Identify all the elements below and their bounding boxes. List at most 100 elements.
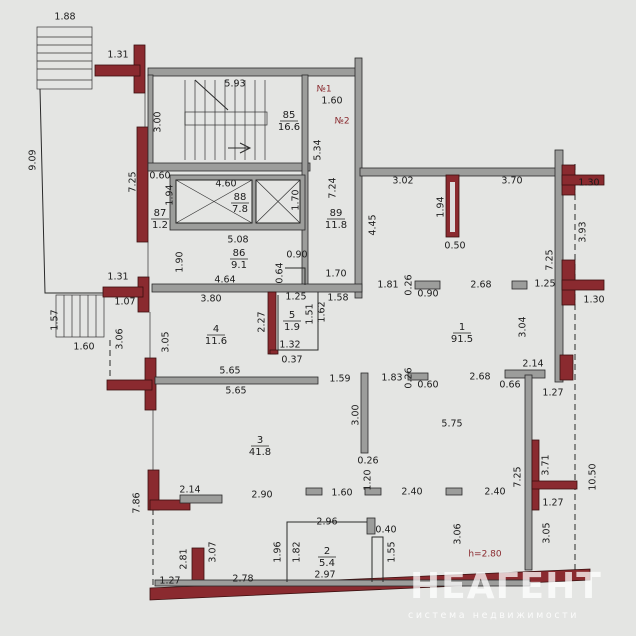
dimension-label: 1.07 [114, 297, 135, 308]
elevator-cross-icon [175, 179, 301, 224]
wall [354, 57, 363, 299]
marker-label: №2 [334, 117, 349, 127]
dimension-label: 1.94 [436, 196, 447, 217]
dimension-label: 2.81 [179, 548, 190, 569]
stair-steps [63, 295, 97, 337]
dimension-label: 0.90 [286, 250, 307, 261]
dimension-label: 1.27 [542, 498, 563, 509]
room-5-outline [277, 292, 319, 351]
dimension-label: 5.08 [227, 235, 248, 246]
dimension-label: 1.20 [363, 469, 374, 490]
dimension-label: 0.26 [404, 367, 415, 388]
dimension-label: 3.93 [578, 221, 589, 242]
wall [154, 376, 319, 385]
room-area: 11.6 [205, 336, 227, 347]
dimension-label: 4.60 [215, 179, 236, 190]
room-number: 4 [213, 324, 219, 335]
dimension-label: 1.70 [325, 269, 346, 280]
bearing-wall [531, 480, 578, 490]
dimension-label: 2.14 [179, 485, 200, 496]
room-number: 87 [154, 208, 167, 219]
bearing-wall [102, 286, 144, 298]
stair-arrow-icon [194, 79, 252, 154]
walls [36, 26, 605, 601]
dimension-label: 1.27 [542, 388, 563, 399]
dimension-label: 9.09 [28, 149, 39, 170]
dimension-label: 1.62 [317, 301, 328, 322]
dimension-label: 3.06 [453, 523, 464, 544]
column [364, 487, 382, 496]
dimension-label: 3.00 [351, 404, 362, 425]
dimension-label: 1.83 [381, 373, 402, 384]
stair-flights [184, 80, 266, 160]
dimension-label: 1.82 [292, 541, 303, 562]
dimension-label: 1.60 [321, 96, 342, 107]
column [366, 517, 376, 535]
dimension-label: 1.55 [387, 541, 398, 562]
dimension-label: 1.70 [291, 189, 302, 210]
dimension-label: 1.27 [159, 576, 180, 587]
room-number: 1 [459, 322, 465, 333]
dimension-label: 4.64 [214, 275, 235, 286]
dimension-label: 3.05 [542, 522, 553, 543]
room-number: 2 [324, 546, 330, 557]
wall [524, 374, 533, 571]
dimension-label: 0.60 [417, 380, 438, 391]
column [360, 372, 369, 454]
room-area: 7.8 [232, 204, 248, 215]
watermark-brand: НЕАГЕНТ [410, 566, 602, 607]
room-area: 1.2 [152, 220, 168, 231]
dimension-label: 7.25 [545, 249, 556, 270]
bearing-wall [559, 354, 574, 381]
room-area: 41.8 [249, 447, 271, 458]
dimension-label: 1.25 [534, 279, 555, 290]
dimension-label: 3.05 [161, 331, 172, 352]
dimension-label: 0.90 [417, 289, 438, 300]
dimension-label: 2.40 [484, 487, 505, 498]
room-area: 5.4 [319, 558, 335, 569]
room-area: 91.5 [451, 334, 473, 345]
dimension-label: 2.14 [522, 359, 543, 370]
dimension-label: 5.75 [441, 419, 462, 430]
dimension-label: 1.60 [73, 342, 94, 353]
room-number: 89 [330, 208, 343, 219]
bearing-wall [269, 349, 279, 355]
dimension-label: 7.86 [132, 492, 143, 513]
dimension-label: 0.64 [275, 262, 286, 283]
marker-label: h=2.80 [468, 550, 502, 560]
dimension-label: 3.04 [518, 316, 529, 337]
room-number: 88 [234, 192, 247, 203]
wall [179, 494, 223, 504]
dimension-label: 1.51 [305, 303, 316, 324]
dimension-label: 5.93 [224, 79, 245, 90]
stair-steps [37, 36, 92, 81]
dimension-label: 1.81 [377, 280, 398, 291]
room-2-outline [286, 521, 372, 582]
dimension-label: 2.78 [232, 574, 253, 585]
watermark-tagline: система недвижимости [408, 610, 579, 621]
dimension-label: 1.32 [279, 340, 300, 351]
bearing-wall [561, 279, 605, 291]
dimension-label: 3.06 [115, 328, 126, 349]
dimension-label: 1.58 [327, 293, 348, 304]
dimension-label: 3.80 [200, 294, 221, 305]
dimension-label: 1.57 [50, 309, 61, 330]
dimension-label: 1.88 [54, 12, 75, 23]
dimension-label: 2.27 [257, 311, 268, 332]
dimension-label: 0.66 [499, 380, 520, 391]
room-area: 1.9 [284, 322, 300, 333]
porch-outline [39, 88, 110, 294]
bearing-wall [106, 379, 153, 391]
wall [147, 67, 359, 77]
watermark: НЕАГЕНТ система недвижимости [408, 566, 602, 621]
room-number: 86 [233, 248, 246, 259]
bearing-wall [561, 174, 605, 186]
bearing-wall [94, 64, 141, 77]
dimension-label: 10.50 [588, 463, 599, 490]
column [305, 487, 323, 496]
dimension-label: 3.70 [501, 176, 522, 187]
dimension-label: 1.96 [273, 541, 284, 562]
